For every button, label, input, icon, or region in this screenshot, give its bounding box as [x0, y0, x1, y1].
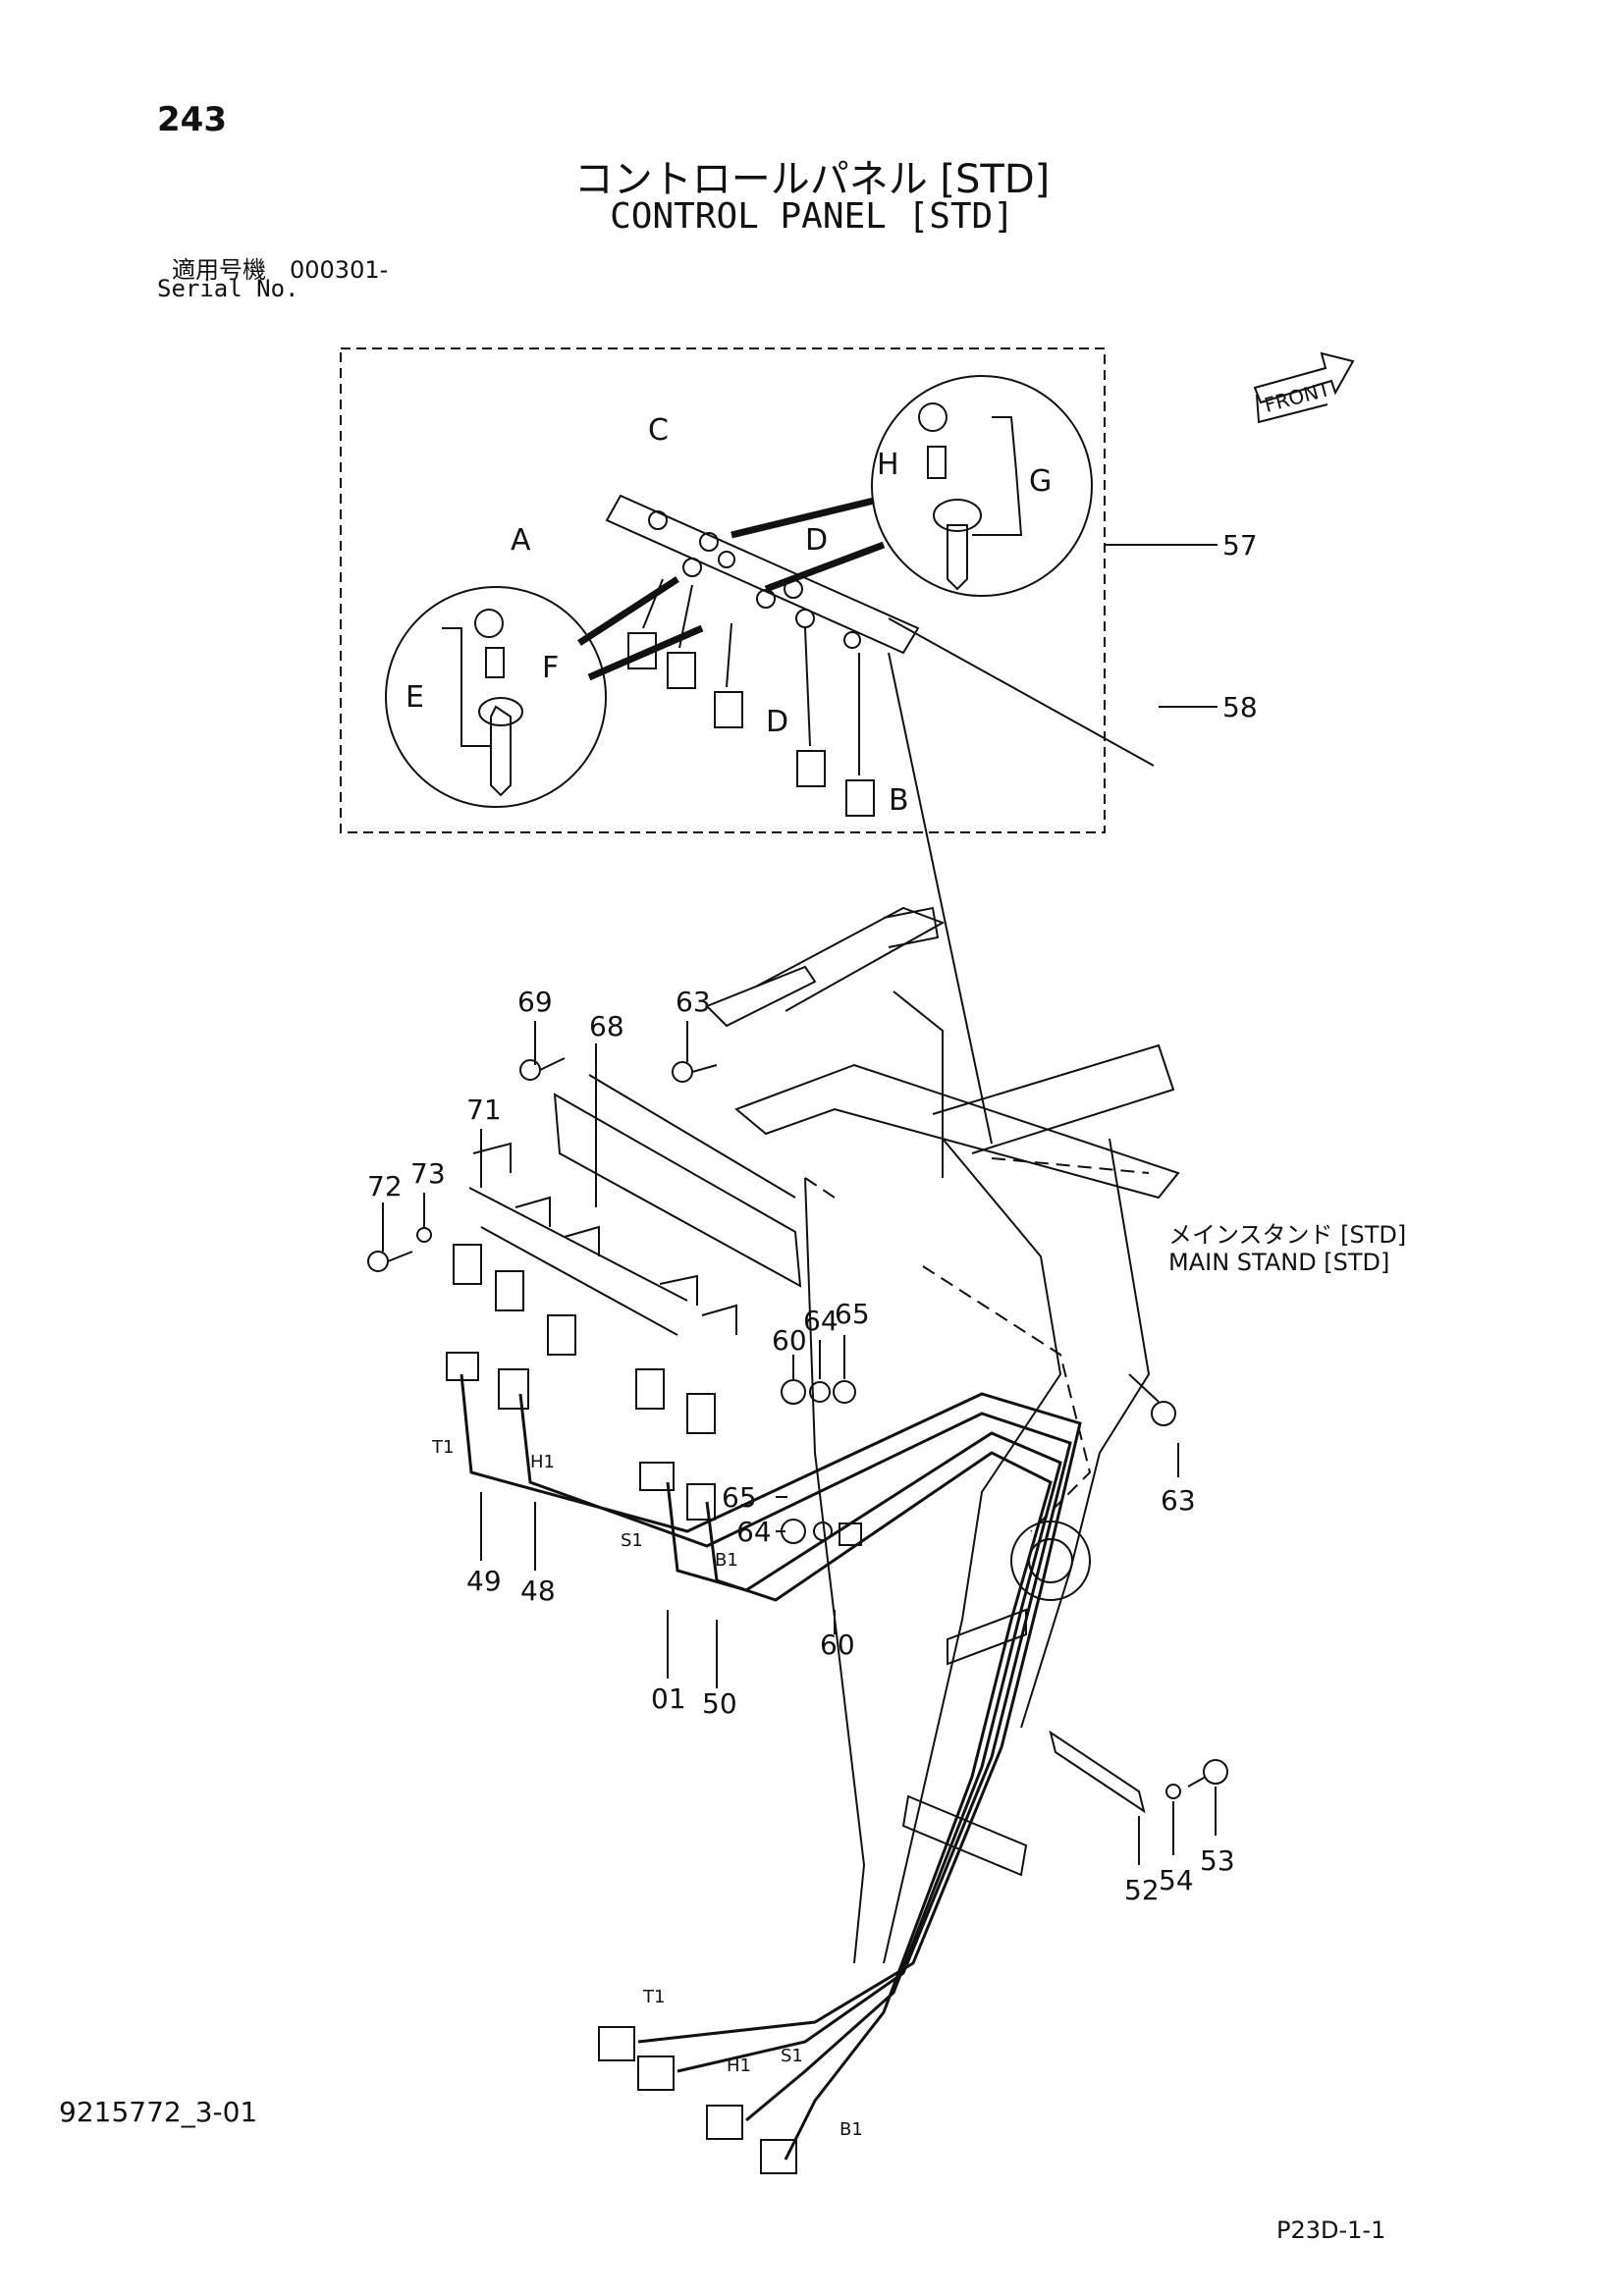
screw-53 — [1187, 1759, 1228, 1788]
washer-54 — [1165, 1784, 1181, 1799]
wire-tag: S1 — [781, 2046, 803, 2066]
detail-panel-plate — [605, 494, 920, 655]
screw-69 — [519, 1057, 566, 1081]
document-number: 9215772_3-01 — [59, 2096, 258, 2128]
page-reference: P23D-1-1 — [1276, 2216, 1386, 2244]
detail-box — [340, 347, 1106, 833]
screw-72 — [367, 1251, 413, 1272]
part-number: 73 — [410, 1157, 446, 1190]
part-number: 63 — [1161, 1484, 1196, 1517]
wire-tag: S1 — [621, 1530, 643, 1551]
detail-label-d1: D — [805, 523, 828, 558]
main-stand-label-english: MAIN STAND [STD] — [1168, 1249, 1390, 1276]
wire-tag: H1 — [530, 1452, 555, 1472]
detail-label-g: G — [1029, 464, 1052, 499]
part-number: 64 — [803, 1305, 839, 1337]
detail-label-h: H — [877, 448, 899, 482]
detail-label-b: B — [889, 783, 909, 818]
part-number: 71 — [466, 1094, 502, 1126]
part-number: 48 — [520, 1575, 556, 1607]
screw-63-top — [672, 1061, 718, 1083]
part-number: 69 — [517, 986, 553, 1018]
part-number: 65 — [835, 1298, 870, 1330]
detail-circle-left — [385, 586, 607, 808]
part-number: 63 — [676, 986, 711, 1018]
part-number: 53 — [1200, 1844, 1235, 1877]
page-number: 243 — [157, 100, 227, 139]
wire-tag: B1 — [839, 2119, 863, 2140]
detail-label-f: F — [542, 651, 559, 685]
part-number: 60 — [772, 1324, 807, 1357]
wire-tag: T1 — [431, 1437, 454, 1458]
detail-label-c: C — [648, 413, 669, 448]
detail-label-d2: D — [766, 705, 788, 739]
part-number: 64 — [736, 1516, 772, 1548]
part-number: 50 — [702, 1687, 737, 1720]
wire-tag: T1 — [642, 1987, 665, 2007]
part-number: 52 — [1124, 1874, 1160, 1906]
detail-label-e: E — [406, 680, 424, 715]
panel-plate-68 — [553, 1093, 802, 1288]
part-number: 49 — [466, 1565, 502, 1597]
part-number: 65 — [722, 1481, 757, 1514]
part-number: 60 — [820, 1629, 855, 1661]
screw-63-right — [1128, 1373, 1176, 1426]
part-number: 54 — [1159, 1864, 1194, 1896]
bracket-52 — [1049, 1730, 1146, 1814]
part-number: 72 — [367, 1170, 403, 1202]
front-arrow-icon — [1253, 351, 1355, 424]
wire-harness — [460, 1373, 1082, 2161]
part-number: 58 — [1222, 691, 1258, 723]
serial-label-japanese: 適用号機 000301- — [172, 256, 389, 284]
wire-tag: B1 — [715, 1550, 738, 1571]
main-stand-frame — [705, 906, 1180, 1964]
washer-73 — [416, 1227, 432, 1243]
title-english: CONTROL PANEL [STD] — [610, 196, 1014, 237]
main-stand-label-japanese: メインスタンド [STD] — [1168, 1221, 1407, 1249]
serial-label-english: Serial No. — [157, 275, 299, 302]
title-japanese: コントロールパネル [STD] — [573, 157, 1051, 202]
part-number: 01 — [651, 1682, 686, 1715]
part-number: 68 — [589, 1010, 624, 1042]
detail-circle-right — [871, 375, 1093, 597]
wire-tag: H1 — [727, 2056, 751, 2076]
part-number: 57 — [1222, 529, 1258, 561]
detail-label-a: A — [511, 523, 531, 558]
